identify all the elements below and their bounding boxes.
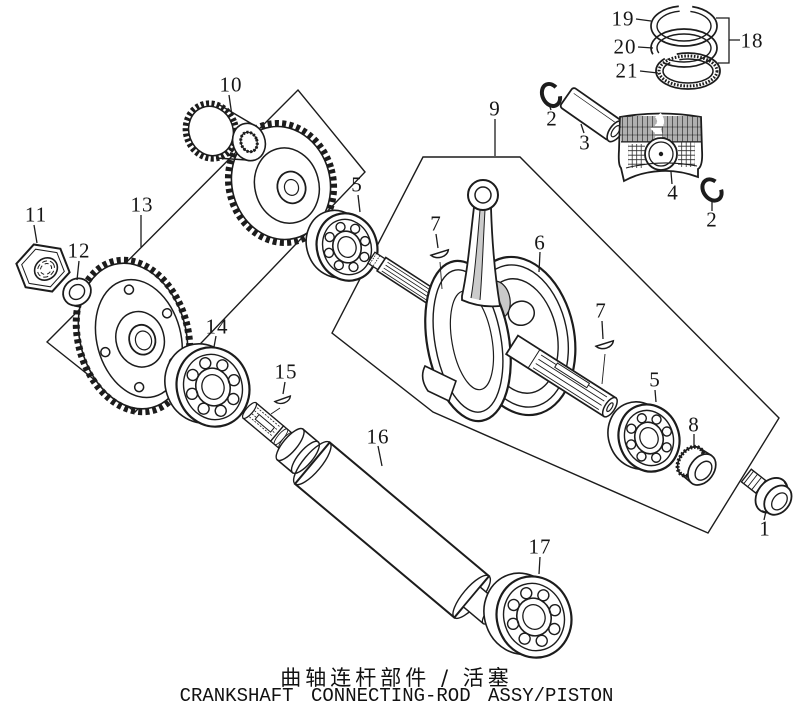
callout-6: 6 [534, 230, 546, 255]
callout-11: 11 [24, 202, 48, 227]
woodruff-key-balancer [273, 395, 292, 405]
callout-17: 17 [528, 534, 552, 559]
callout-14: 14 [205, 314, 229, 339]
callout-1: 1 [759, 516, 771, 541]
flange-bolt [740, 468, 793, 516]
primary-driven-gear [72, 256, 194, 416]
callout-3: 3 [579, 130, 591, 155]
pinion-gear [182, 100, 267, 162]
primary-drive-gear [224, 120, 338, 246]
callout-9: 9 [489, 96, 501, 121]
callout-15: 15 [274, 359, 298, 384]
callout-13: 13 [130, 192, 154, 217]
piston [617, 112, 704, 183]
ball-bearing-5-right [607, 401, 681, 473]
callout-16: 16 [366, 424, 390, 449]
callout-8: 8 [688, 412, 700, 437]
connecting-rod [461, 179, 502, 308]
leader-lines [33, 18, 767, 575]
washer [62, 277, 92, 307]
piston-pin [559, 87, 625, 143]
piston-ring-oil [655, 52, 721, 90]
ball-bearing-17 [483, 572, 573, 659]
woodruff-key-right [594, 339, 615, 350]
ball-bearing-5-left [305, 209, 379, 282]
callout-2-circlip-right: 2 [706, 207, 718, 232]
page-title-chinese: 曲轴连杆部件 / 活塞 [280, 666, 513, 690]
crank-assy-outline-9 [331, 156, 780, 534]
callout-21: 21 [615, 58, 639, 83]
callout-5-left: 5 [351, 172, 363, 197]
callout-19: 19 [611, 6, 635, 31]
ball-bearing-14 [164, 342, 251, 428]
circlip-right [700, 177, 724, 203]
circlip-left [539, 81, 563, 109]
callout-4: 4 [667, 180, 679, 205]
callout-18: 18 [740, 28, 764, 53]
page-title-english: CRANKSHAFT CONNECTING-ROD ASSY/PISTON [179, 685, 614, 707]
callout-10: 10 [219, 72, 243, 97]
callout-12: 12 [67, 238, 91, 263]
woodruff-key-left [429, 248, 450, 259]
callout-5-right: 5 [649, 367, 661, 392]
callout-7-left: 7 [430, 211, 442, 236]
ring-set-bracket [716, 17, 740, 64]
callout-7-right: 7 [595, 298, 607, 323]
spacer-collar [675, 444, 717, 486]
lock-nut [15, 243, 71, 293]
callout-20: 20 [613, 34, 637, 59]
piston-ring-top [650, 5, 718, 47]
callout-2-circlip-left: 2 [546, 106, 558, 131]
